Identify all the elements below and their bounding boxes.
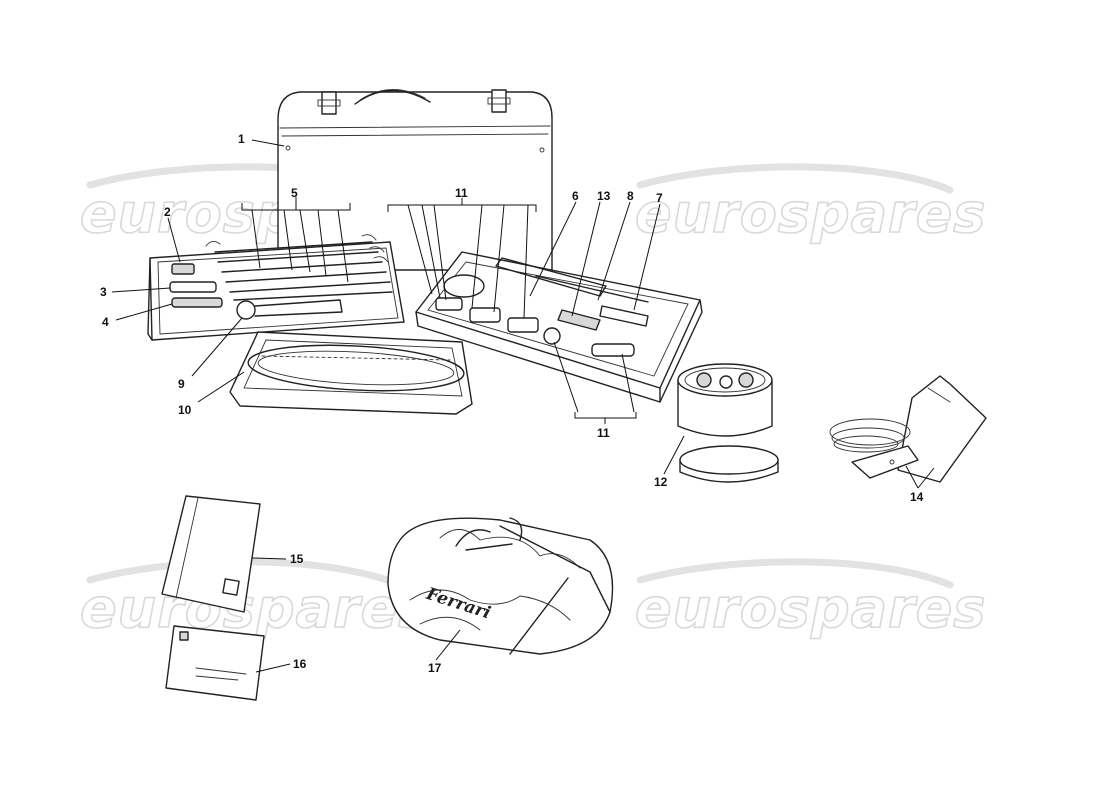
- callout-15: 15: [290, 552, 304, 566]
- spark-plug-wrench: [557, 309, 601, 331]
- callout-5: 5: [291, 186, 298, 200]
- callout-labels: 1 2 3 4 5 6 7 8 9 10 11 11 12 13 14 15 1…: [100, 132, 924, 675]
- callout-7: 7: [656, 191, 663, 205]
- part-duffle-bag: Ferrari: [387, 517, 614, 655]
- callout-10: 10: [178, 403, 192, 417]
- pliers: [495, 257, 607, 297]
- socket-tool: [171, 263, 195, 275]
- part-lead-lamp: [829, 375, 987, 483]
- part-oval-tray: [229, 331, 473, 415]
- callout-2: 2: [164, 205, 171, 219]
- part-container: [677, 363, 779, 483]
- callout-13: 13: [597, 189, 611, 203]
- spanner-set: [205, 234, 393, 301]
- part-booklet: [165, 625, 265, 701]
- callout-14: 14: [910, 490, 924, 504]
- lamp-body: [851, 445, 919, 479]
- callout-3: 3: [100, 285, 107, 299]
- watermark-top-right: eurospares: [635, 182, 986, 245]
- callout-16: 16: [293, 657, 307, 671]
- callout-11-top: 11: [455, 186, 468, 200]
- part-wrench-tray: [147, 234, 405, 341]
- callout-9: 9: [178, 377, 185, 391]
- callout-1: 1: [238, 132, 245, 146]
- callout-17: 17: [428, 661, 442, 675]
- callout-6: 6: [572, 189, 579, 203]
- screwdriver-bit: [171, 297, 223, 308]
- callout-12: 12: [654, 475, 668, 489]
- callout-8: 8: [627, 189, 634, 203]
- tray-cavity-round: [443, 274, 485, 298]
- watermark-bottom-left: eurospares: [80, 577, 431, 640]
- leader-lines: [111, 139, 935, 673]
- callout-11-bottom: 11: [597, 426, 610, 440]
- extension-bar: [169, 281, 217, 293]
- part-tool-case: [277, 89, 553, 271]
- ratchet-head: [236, 300, 256, 320]
- watermark-bottom-right: eurospares: [635, 577, 986, 640]
- part-handbook: [161, 495, 261, 613]
- callout-4: 4: [102, 315, 109, 329]
- watermark-group: eurospares eurospares eurospares eurospa…: [79, 163, 986, 641]
